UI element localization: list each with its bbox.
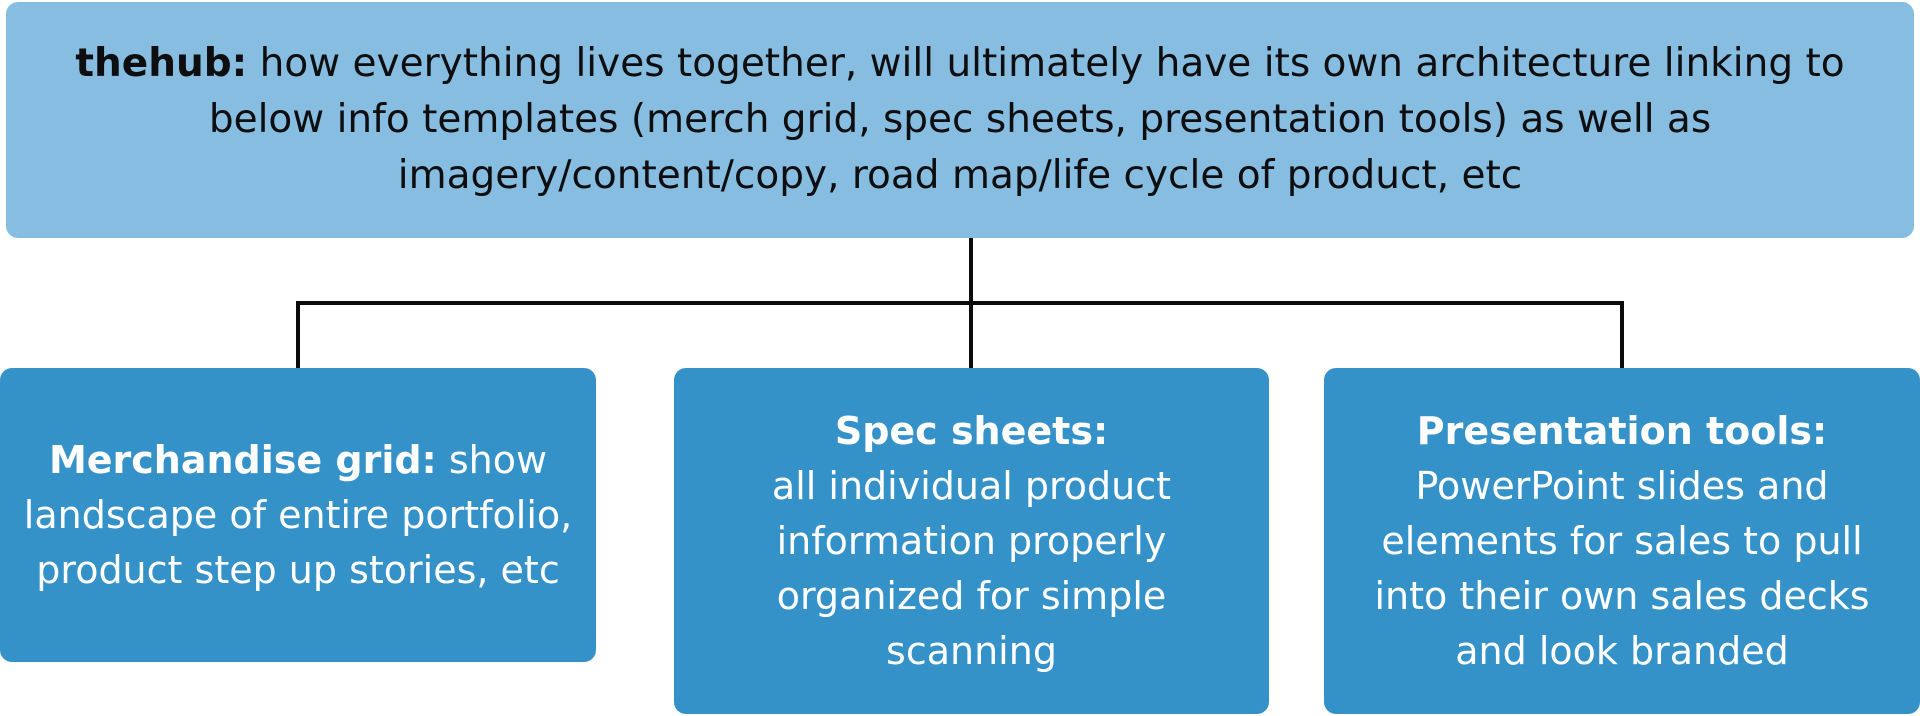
merchandise-grid-lead: Merchandise grid:	[48, 437, 437, 482]
presentation-tools-lead: Presentation tools:	[1416, 408, 1828, 453]
presentation-tools-box: Presentation tools: PowerPoint slides an…	[1324, 368, 1920, 714]
merchandise-grid-box: Merchandise grid: show landscape of enti…	[0, 368, 596, 662]
spec-sheets-lead: Spec sheets:	[834, 408, 1109, 453]
hub-box: thehub: how everything lives together, w…	[6, 2, 1914, 238]
merchandise-grid-text: show landscape of entire portfolio, prod…	[23, 437, 573, 592]
presentation-tools-text: PowerPoint slides and elements for sales…	[1374, 463, 1870, 673]
hub-text: how everything lives together, will ulti…	[208, 41, 1845, 198]
merchandise-grid-description: Merchandise grid: show landscape of enti…	[20, 433, 576, 598]
spec-sheets-box: Spec sheets: all individual product info…	[674, 368, 1269, 714]
hub-description: thehub: how everything lives together, w…	[46, 36, 1874, 204]
hub-lead: thehub:	[75, 41, 248, 86]
spec-sheets-text: all individual product information prope…	[771, 463, 1172, 673]
